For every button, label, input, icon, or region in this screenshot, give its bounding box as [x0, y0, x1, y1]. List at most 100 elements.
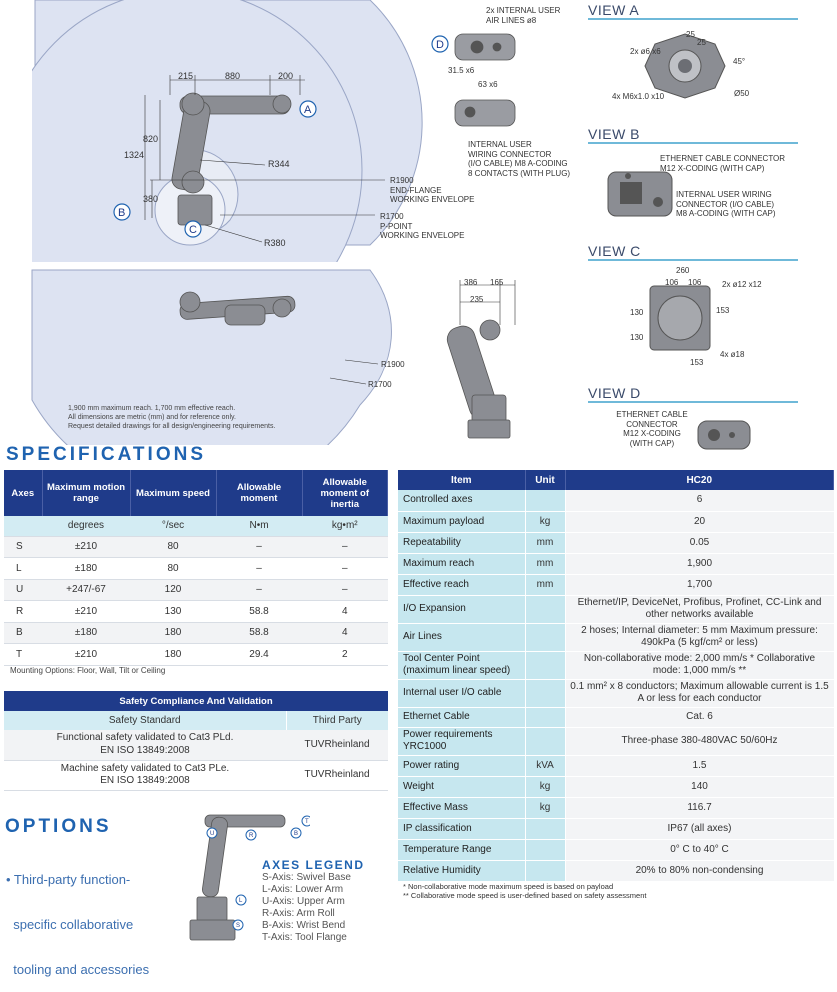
- legend-item: S-Axis: Swivel Base: [262, 872, 351, 883]
- spec-unit-cell: [524, 651, 565, 680]
- view-b-ethernet-desc: ETHERNET CABLE CONNECTOR M12 X-CODING (W…: [660, 154, 786, 173]
- axes-legend-robot: U R B T L S: [189, 814, 310, 941]
- safety-standard-cell: Functional safety validated to Cat3 PLd.…: [4, 730, 286, 761]
- table-cell: 29.4: [216, 643, 302, 666]
- spec-val-cell: IP67 (all axes): [564, 818, 834, 840]
- view-c-underline: [588, 259, 798, 261]
- table-cell: ±210: [42, 600, 130, 623]
- spec-unit-cell: [524, 707, 565, 728]
- axes-header-2: Maximum speed: [130, 470, 217, 516]
- spec-unit-cell: kVA: [524, 755, 565, 777]
- spec-item-cell: Weight: [398, 776, 525, 798]
- spec-header-item: Item: [398, 470, 526, 490]
- spec-val-cell: 6: [564, 490, 834, 512]
- spec-item-cell: Effective reach: [398, 574, 525, 596]
- table-cell: S: [4, 536, 42, 558]
- options-list: • Third-party function- specific collabo…: [6, 871, 150, 977]
- spec-val-cell: 2 hoses; Internal diameter: 5 mm Maximum…: [564, 623, 834, 652]
- svg-text:C: C: [189, 224, 197, 236]
- view-d-title: VIEW D: [588, 385, 641, 401]
- dim-820: 820: [143, 134, 158, 144]
- spec-unit-cell: [524, 490, 565, 512]
- spec-val-cell: 116.7: [564, 797, 834, 819]
- view-c-106a: 106: [665, 278, 679, 287]
- axes-header-4: Allowable moment of inertia: [302, 470, 388, 516]
- options-title: OPTIONS: [5, 816, 112, 837]
- view-c-153a: 153: [716, 306, 730, 315]
- label-r344: R344: [268, 159, 290, 169]
- safety-header-standard: Safety Standard: [4, 711, 287, 730]
- table-cell: L: [4, 557, 42, 580]
- table-cell: 120: [130, 579, 216, 601]
- dim-1324: 1324: [124, 150, 144, 160]
- table-cell: 180: [130, 643, 216, 666]
- unit-cell: degrees: [42, 516, 130, 537]
- view-c-106b: 106: [688, 278, 702, 287]
- spec-val-cell: 1.5: [564, 755, 834, 777]
- spec-item-cell: IP classification: [398, 818, 525, 840]
- table-cell: 4: [302, 600, 388, 623]
- view-c-feet: 4x ø18: [720, 350, 745, 359]
- view-a-thread: 4x M6x1.0 x10: [612, 92, 665, 101]
- legend-item: B-Axis: Wrist Bend: [262, 920, 346, 931]
- safety-standard-norm: EN ISO 13849:2008: [100, 775, 190, 786]
- table-cell: R: [4, 600, 42, 623]
- spec-val-cell: 20: [564, 511, 834, 533]
- spec-item-cell: Air Lines: [398, 623, 525, 652]
- safety-table: Safety Compliance And Validation Safety …: [4, 691, 388, 791]
- svg-text:D: D: [436, 39, 444, 51]
- dim-63: 63 x6: [478, 80, 498, 89]
- spec-item-cell: Maximum payload: [398, 511, 525, 533]
- table-cell: 2: [302, 643, 388, 666]
- dim-31-5: 31.5 x6: [448, 66, 475, 75]
- legend-item: U-Axis: Upper Arm: [262, 896, 345, 907]
- drawing-notes: 1,900 mm maximum reach. 1,700 mm effecti…: [68, 405, 276, 430]
- spec-item-cell: Maximum reach: [398, 553, 525, 575]
- table-cell: –: [216, 579, 302, 601]
- table-cell: –: [216, 536, 302, 558]
- view-a-drawing: [644, 33, 726, 99]
- table-row: Functional safety validated to Cat3 PLd.…: [4, 730, 388, 761]
- view-c-holes: 2x ø12 x12: [722, 280, 762, 289]
- spec-val-cell: Ethernet/IP, DeviceNet, Profibus, Profin…: [564, 595, 834, 624]
- spec-item-cell: Effective Mass: [398, 797, 525, 819]
- view-a-25a: 25: [686, 30, 695, 39]
- safety-header-party: Third Party: [286, 711, 388, 730]
- spec-unit-cell: [524, 679, 565, 708]
- table-cell: ±180: [42, 622, 130, 644]
- working-envelope-drawing: 215 880 200 820 1324 380 R344 R380 A B C: [0, 0, 516, 445]
- robot-marker-b: B: [294, 831, 298, 837]
- table-cell: ±210: [42, 643, 130, 666]
- spec-header-model: HC20: [565, 470, 834, 490]
- spec-val-cell: 20% to 80% non-condensing: [564, 860, 834, 882]
- footnotes: * Non-collaborative mode maximum speed i…: [403, 882, 647, 900]
- spec-val-cell: 0° C to 40° C: [564, 839, 834, 861]
- unit-cell: [4, 516, 42, 537]
- unit-cell: °/sec: [130, 516, 216, 537]
- svg-text:A: A: [304, 104, 312, 116]
- lower-r1700: R1700: [368, 380, 392, 389]
- table-cell: –: [302, 579, 388, 601]
- view-a-holes: 2x ø6 x6: [630, 47, 661, 56]
- table-cell: 130: [130, 600, 216, 623]
- spec-unit-cell: [524, 839, 565, 861]
- safety-title: Safety Compliance And Validation: [4, 691, 388, 711]
- side-dim-235: 235: [470, 295, 484, 304]
- spec-item-cell: Ethernet Cable: [398, 707, 525, 728]
- spec-unit-cell: kg: [524, 776, 565, 798]
- view-c-260: 260: [676, 266, 690, 275]
